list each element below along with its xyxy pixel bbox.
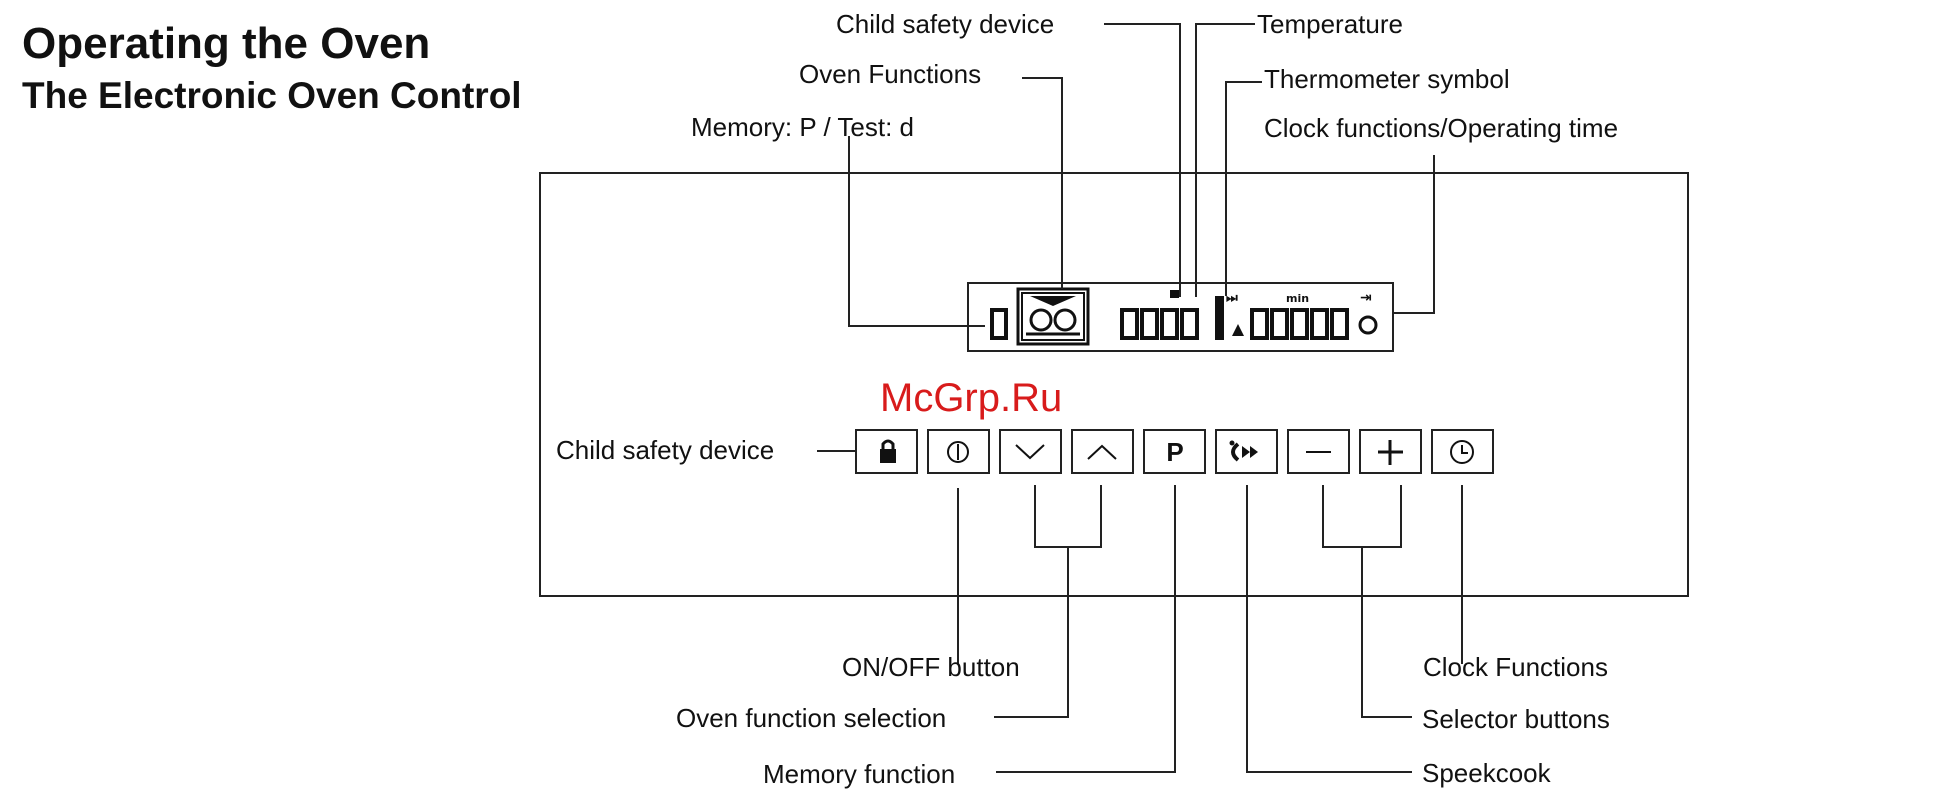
control-panel [540, 173, 1688, 596]
child-safety-button[interactable] [856, 430, 917, 473]
label-clock-functions: Clock Functions [1423, 654, 1608, 680]
label-on-off-button: ON/OFF button [842, 654, 1020, 680]
label-child-safety-display: Child safety device [836, 11, 1054, 37]
duration-icon: ⏭ [1226, 291, 1238, 306]
label-clock-operating-time: Clock functions/Operating time [1264, 115, 1618, 141]
oven-function-symbol [1018, 289, 1088, 344]
memory-digit [992, 310, 1006, 338]
on-off-button[interactable] [928, 430, 989, 473]
minus-button[interactable] [1288, 430, 1349, 473]
clock-button[interactable] [1432, 430, 1493, 473]
thermometer-bar-icon [1215, 296, 1224, 340]
label-speekcook: Speekcook [1422, 760, 1551, 786]
watermark: McGrp.Ru [880, 378, 1062, 418]
minute-indicator-icon: min [1286, 292, 1309, 305]
temperature-digits [1122, 310, 1197, 338]
end-time-icon: ⇥ [1360, 290, 1372, 306]
clock-digits [1252, 310, 1347, 338]
plus-button[interactable] [1360, 430, 1421, 473]
label-child-safety-button: Child safety device [556, 437, 774, 463]
label-temperature: Temperature [1257, 11, 1403, 37]
label-selector-buttons: Selector buttons [1422, 706, 1610, 732]
label-memory-function: Memory function [763, 761, 955, 787]
label-oven-function-selection: Oven function selection [676, 705, 946, 731]
speekcook-button[interactable] [1216, 430, 1277, 473]
label-oven-functions: Oven Functions [799, 61, 981, 87]
memory-p-icon: P [1160, 439, 1190, 465]
up-button[interactable] [1072, 430, 1133, 473]
lock-icon [880, 449, 896, 463]
clock-indicator-icon [1360, 317, 1376, 333]
down-button[interactable] [1000, 430, 1061, 473]
label-memory-test: Memory: P / Test: d [691, 114, 914, 140]
triangle-indicator-icon [1232, 324, 1244, 336]
lock-indicator-icon [1170, 290, 1179, 298]
label-thermometer-symbol: Thermometer symbol [1264, 66, 1510, 92]
